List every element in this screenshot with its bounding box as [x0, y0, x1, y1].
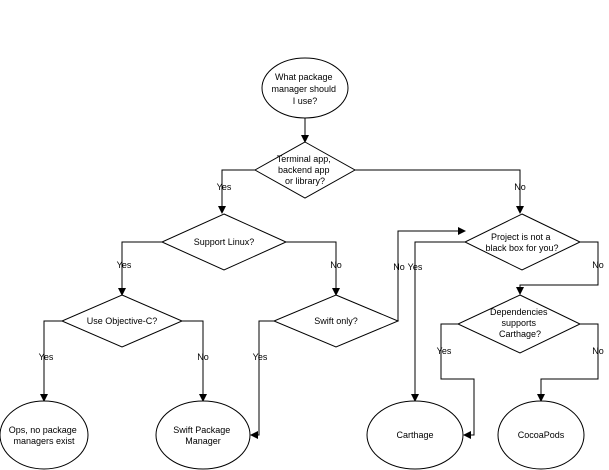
- carthage-text: Carthage: [396, 430, 433, 440]
- node-objc-decision: Use Objective-C?: [60, 294, 184, 348]
- label-objc-yes: Yes: [39, 352, 54, 362]
- carthage-ellipse: [366, 400, 464, 470]
- spm-text: Swift Package Manager: [173, 425, 233, 446]
- edges: [40, 118, 599, 439]
- black-box-diamond: [463, 213, 582, 271]
- edge-objc-no: [182, 320, 207, 402]
- edge-linux-yes: [118, 241, 162, 296]
- node-spm: Swift Package Manager: [155, 400, 251, 470]
- edge-labels: Yes No Yes No Yes No Yes No Yes No Yes N…: [39, 182, 604, 362]
- none-ellipse: [0, 400, 89, 470]
- node-terminal-decision: Terminal app, backend app or library?: [253, 141, 357, 199]
- terminal-diamond: [253, 141, 357, 199]
- spm-ellipse: [155, 400, 251, 470]
- support-linux-text: Support Linux?: [194, 237, 255, 247]
- label-linux-yes: Yes: [117, 260, 132, 270]
- node-start: What package manager should I use?: [261, 57, 349, 119]
- start-text: What package manager should I use?: [271, 72, 338, 106]
- edge-swift-no: [397, 227, 466, 321]
- label-objc-no: No: [197, 352, 209, 362]
- node-swift-only-decision: Swift only?: [272, 294, 400, 348]
- edge-swift-yes: [250, 320, 274, 439]
- label-blackbox-no: No: [592, 260, 604, 270]
- cocoapods-ellipse: [497, 400, 585, 470]
- label-terminal-yes: Yes: [217, 182, 232, 192]
- objc-diamond: [60, 294, 184, 348]
- node-none: Ops, no package managers exist: [0, 400, 89, 470]
- edge-blackbox-yes: [411, 241, 465, 402]
- edge-carthage-support-yes: [440, 323, 475, 439]
- terminal-text: Terminal app, backend app or library?: [277, 154, 334, 186]
- label-carthage-support-no: No: [592, 346, 604, 356]
- none-text: Ops, no package managers exist: [9, 425, 80, 446]
- node-black-box-decision: Project is not a black box for you?: [463, 213, 582, 271]
- label-swift-yes: Yes: [253, 352, 268, 362]
- edge-objc-yes: [40, 320, 62, 402]
- swift-only-diamond: [272, 294, 400, 348]
- cocoapods-text: CocoaPods: [518, 430, 565, 440]
- label-linux-no: No: [330, 260, 342, 270]
- edge-terminal-yes: [218, 169, 255, 214]
- node-carthage: Carthage: [366, 400, 464, 470]
- carthage-support-diamond: [456, 294, 582, 354]
- carthage-support-text: Dependencies supports Carthage?: [490, 307, 550, 339]
- label-terminal-no: No: [514, 182, 526, 192]
- edge-linux-no: [286, 241, 340, 296]
- edge-terminal-no: [355, 169, 524, 214]
- black-box-text: Project is not a black box for you?: [485, 232, 558, 253]
- node-support-linux-decision: Support Linux?: [160, 213, 288, 271]
- label-blackbox-yes: Yes: [408, 262, 423, 272]
- objc-text: Use Objective-C?: [87, 316, 158, 326]
- edge-carthage-support-no: [537, 323, 599, 402]
- swift-only-text: Swift only?: [314, 316, 358, 326]
- node-cocoapods: CocoaPods: [497, 400, 585, 470]
- label-carthage-support-yes: Yes: [437, 346, 452, 356]
- edge-blackbox-no: [516, 241, 599, 295]
- start-ellipse: [261, 57, 349, 119]
- support-linux-diamond: [160, 213, 288, 271]
- label-swift-no: No: [393, 262, 405, 272]
- node-carthage-support-decision: Dependencies supports Carthage?: [456, 294, 582, 354]
